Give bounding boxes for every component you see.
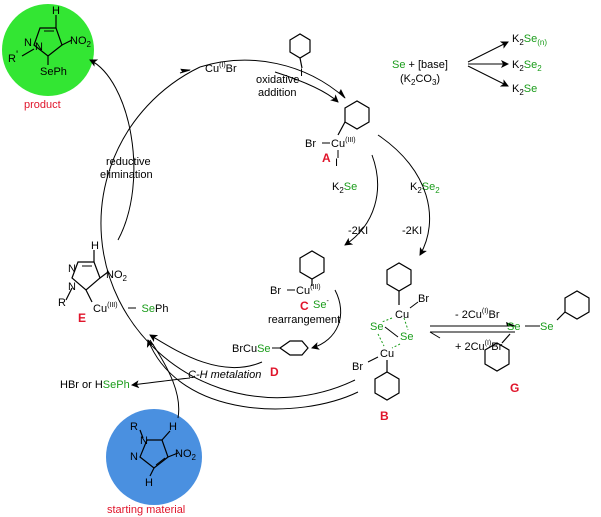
intermediate-e: H N N NO2 R Cu(III) SeSePh Ph E: [58, 240, 168, 325]
e-cu: Cu(III): [93, 302, 118, 315]
sm-pyrazole-ring: [139, 439, 169, 469]
intermediate-a: Br Cu(III) I A: [305, 100, 370, 169]
minus-2ki-b: -2KI: [402, 225, 422, 237]
k2se-product: K2Se: [512, 83, 537, 97]
k2se2-product: K2Se2: [512, 59, 542, 73]
rearrangement-label: rearrangement: [268, 314, 340, 326]
product-group: H N N R ' NO2 SePh: [2, 4, 94, 96]
iodobenzene-i: I: [300, 67, 303, 79]
starting-material-circle: [106, 409, 202, 505]
se-reactant: Se + [base]: [392, 59, 448, 71]
k2se2-arrow: [377, 134, 431, 256]
product-n2: N: [24, 37, 32, 49]
k2se-n: K2Se(n): [512, 33, 547, 47]
k2se2-reagent: K2Se2: [410, 181, 440, 195]
product-pyrazole-ring: [33, 27, 63, 57]
intermediate-b: Cu Br Se Se Cu Br B: [352, 262, 429, 423]
product-circle: [2, 4, 94, 96]
oxidative-label-1: oxidative: [256, 74, 299, 86]
sm-no2: NO2: [175, 448, 197, 462]
e-n1: N: [68, 263, 76, 275]
sm-h-bottom: H: [145, 477, 153, 489]
e-n2: N: [68, 281, 76, 293]
sm-n2: N: [130, 451, 138, 463]
rearrangement-arrow: [311, 289, 342, 350]
d-brcu-se: BrCuSe: [232, 343, 271, 355]
sm-n1: N: [140, 435, 148, 447]
hbr-byproduct: HBr or HSePh: [60, 379, 130, 391]
oxidative-label-2: addition: [258, 87, 297, 99]
cycle-arrow-top: [199, 59, 346, 99]
b-br-bottom: Br: [352, 361, 363, 373]
label-g: G: [510, 381, 519, 395]
product-h: H: [52, 5, 60, 17]
product-r: R: [8, 53, 16, 65]
b-cu-bottom: Cu: [380, 348, 394, 360]
b-cu-top: Cu: [395, 309, 409, 321]
intermediate-c: Br Cu(III) Se- C: [270, 250, 329, 313]
minus-2ki-a: -2KI: [348, 225, 368, 237]
b-to-e-arrow: [146, 339, 359, 410]
hbr-release-arrow: [131, 377, 191, 389]
a-br: Br: [305, 138, 316, 150]
label-c: C: [300, 299, 309, 313]
se-base-equation: Se + [base] (K2CO3) K2Se(n) K2Se2 K2Se: [392, 33, 547, 97]
cu-br-catalyst: Cu(I)Br: [205, 62, 237, 75]
eq-top-label: - 2Cu(I)Br: [455, 308, 500, 321]
product-n1: N: [35, 41, 43, 53]
oxidative-addition-arrow: [274, 71, 339, 103]
product-caption: product: [24, 99, 61, 111]
e-r: R: [58, 297, 66, 309]
e-seph: SeSePh: [137, 303, 164, 315]
base-formula: (K2CO3): [400, 73, 440, 87]
e-h: H: [91, 240, 99, 252]
e-no2: NO2: [106, 269, 128, 283]
starting-material-group: H N N R NO2 H: [106, 409, 202, 505]
b-br-top: Br: [418, 293, 429, 305]
product-seph: SePh: [40, 66, 67, 78]
b-se-right: Se: [400, 331, 413, 343]
label-d: D: [270, 365, 279, 379]
equilibrium-arrows: - 2Cu(I)Br + 2Cu(I)Br: [429, 308, 516, 353]
g-se-left: Se: [507, 321, 520, 333]
reductive-label-2: elimination: [100, 169, 153, 181]
a-cu: Cu(III): [331, 137, 356, 150]
b-se-left: Se: [370, 321, 383, 333]
sm-entry-arrow: [149, 339, 180, 419]
product-prime: ': [16, 49, 18, 61]
sm-r: R: [130, 421, 138, 433]
label-b: B: [380, 409, 389, 423]
label-e: E: [78, 311, 86, 325]
cycle-arrowhead-top: [179, 68, 191, 74]
k2se-arrow: [344, 154, 379, 246]
c-se-minus: Se-: [313, 298, 329, 311]
intermediate-d: BrCuSe D: [232, 340, 309, 379]
catalytic-cycle-arc: [100, 66, 356, 399]
ch-metalation-arrow: [149, 334, 263, 368]
g-se-right: Se: [540, 321, 553, 333]
label-a: A: [322, 151, 331, 165]
iodobenzene-ring: [289, 33, 311, 59]
product-g: Se Se G: [484, 290, 590, 395]
reductive-label-1: reductive: [106, 156, 151, 168]
product-release-arrow: [89, 59, 135, 241]
a-i: I: [335, 157, 338, 169]
product-no2: NO2: [70, 35, 92, 49]
k2se-reagent: K2Se: [332, 181, 357, 195]
c-br: Br: [270, 285, 281, 297]
eq-bottom-label: + 2Cu(I)Br: [455, 340, 503, 353]
sm-h-top: H: [169, 421, 177, 433]
e-ph: Ph: [155, 303, 168, 315]
ch-metalation-label: C-H metalation: [188, 369, 261, 381]
c-cu: Cu(III): [296, 284, 321, 297]
starting-material-caption: starting material: [107, 504, 185, 516]
